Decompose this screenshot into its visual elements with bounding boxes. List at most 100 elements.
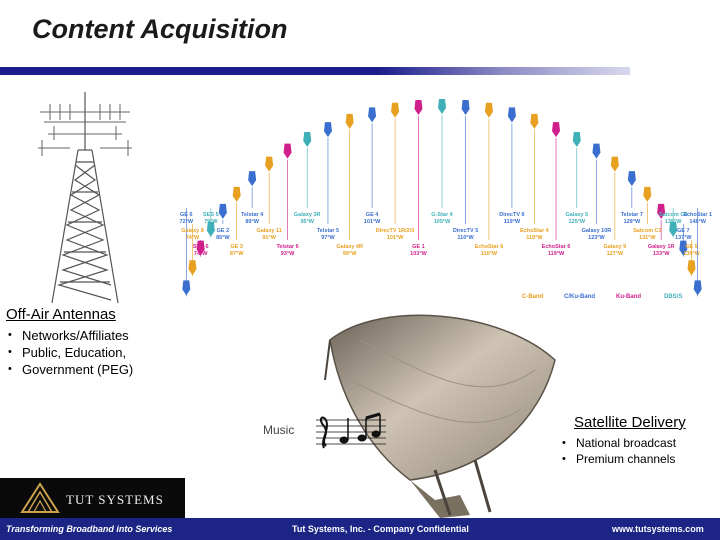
satellite-name: GE 5	[685, 244, 698, 250]
satellite-name: Satcom C4	[659, 212, 688, 218]
satellite-marker: GE 285°W	[216, 203, 230, 241]
satellite-position: 139°W	[683, 251, 700, 257]
satellite-icon	[461, 99, 470, 115]
satellite-name: GE 2	[217, 228, 230, 234]
satellite-position: 79°W	[204, 219, 218, 225]
satellite-icon	[572, 132, 581, 148]
satellite-position: 129°W	[624, 219, 641, 225]
satellite-name: DirecTV 1R/2/3	[376, 228, 415, 234]
satellite-position: 93°W	[281, 251, 295, 257]
satellite-icon	[507, 107, 516, 123]
satellite-position: 95°W	[300, 219, 314, 225]
footer-bar: Transforming Broadband into Services Tut…	[0, 518, 720, 540]
satellite-name: Galaxy 10R	[582, 228, 612, 234]
satellite-name: Galaxy 11	[256, 228, 281, 234]
satellite-position: 110°W	[481, 251, 498, 257]
satellite-name: DirecTV 5	[453, 228, 478, 234]
satellite-position: 103°W	[410, 251, 427, 257]
satellite-position: 127°W	[607, 251, 624, 257]
satellite-position: 131°W	[639, 235, 656, 241]
off-air-bullets: Networks/Affiliates Public, Education, G…	[6, 327, 196, 378]
satellite-marker: Galaxy 874°W	[181, 224, 204, 277]
list-item: Premium channels	[560, 451, 720, 467]
satellite-marker: GE 672°W	[180, 208, 194, 297]
music-notes-icon	[316, 412, 386, 449]
satellite-position: 110°W	[457, 235, 474, 241]
satellite-name: Galaxy 1R	[648, 244, 675, 250]
satellite-name: EchoStar 6	[475, 244, 504, 250]
satellite-icon	[368, 107, 377, 123]
satellite-position: 137°W	[675, 235, 692, 241]
satellite-position: 123°W	[588, 235, 605, 241]
satellite-name: GE 4	[366, 212, 379, 218]
satellite-icon	[438, 99, 446, 114]
satellite-name: Telstar 6	[276, 244, 298, 250]
satellite-name: Telstar 4	[241, 212, 264, 218]
satellite-marker: SES 579°W	[203, 208, 219, 238]
music-label: Music	[263, 423, 295, 437]
satellite-position: 148°W	[689, 219, 706, 225]
footer-url: www.tutsystems.com	[612, 524, 704, 534]
satellite-position: 99°W	[343, 251, 357, 257]
satellite-marker: Telstar 693°W	[276, 143, 299, 257]
satellite-position: 74°W	[186, 235, 200, 241]
satellite-position: 125°W	[568, 219, 585, 225]
satellite-icon	[283, 143, 292, 159]
satellite-icon	[391, 102, 400, 118]
satellite-name: G-Star 4	[431, 212, 453, 218]
satellite-marker: Telstar 489°W	[241, 171, 264, 225]
satellite-name: EchoStar 4	[520, 228, 550, 234]
list-item: Networks/Affiliates	[6, 327, 196, 344]
satellite-name: GE 1	[412, 244, 425, 250]
satellite-position: 74°W	[194, 251, 208, 257]
satellite-icon	[627, 171, 636, 187]
off-air-section: Off-Air Antennas Networks/Affiliates Pub…	[6, 306, 196, 378]
satellite-name: Galaxy 4R	[336, 244, 363, 250]
logo-text: TUT SYSTEMS	[66, 492, 164, 507]
satellite-name: Galaxy 9	[604, 244, 627, 250]
satellite-name: GE 3	[230, 244, 243, 250]
satellite-marker: Telstar 597°W	[317, 122, 339, 241]
satellite-name: EchoStar 1	[683, 212, 712, 218]
satellite-position: 119°W	[526, 235, 543, 241]
satellite-icon	[414, 99, 423, 115]
satellite-position: 105°W	[434, 219, 451, 225]
satellite-name: DirecTV 6	[499, 212, 524, 218]
satellite-marker: GE 387°W	[230, 186, 244, 257]
satellite-position: 119°W	[504, 219, 521, 225]
off-air-heading: Off-Air Antennas	[6, 306, 116, 323]
satellite-icon	[610, 156, 619, 172]
satellite-icon	[345, 113, 354, 129]
satellite-name: Galaxy 3R	[294, 212, 321, 218]
satellite-icon	[232, 186, 241, 202]
satellite-position: 89°W	[245, 219, 259, 225]
satellite-name: SBS 6	[193, 244, 209, 250]
satellite-icon	[657, 203, 666, 219]
satellite-name: Satcom C3	[633, 228, 661, 234]
satellite-marker: SBS 674°W	[193, 240, 209, 257]
tut-systems-logo: TUT SYSTEMS	[0, 478, 185, 518]
footer-confidential: Tut Systems, Inc. - Company Confidential	[292, 524, 469, 534]
satellite-delivery-bullets: National broadcast Premium channels	[560, 435, 720, 467]
satellite-name: GE 6	[180, 212, 193, 218]
satellite-name: GE 7	[677, 228, 690, 234]
list-item: National broadcast	[560, 435, 720, 451]
satellite-name: EchoStar 6	[542, 244, 571, 250]
